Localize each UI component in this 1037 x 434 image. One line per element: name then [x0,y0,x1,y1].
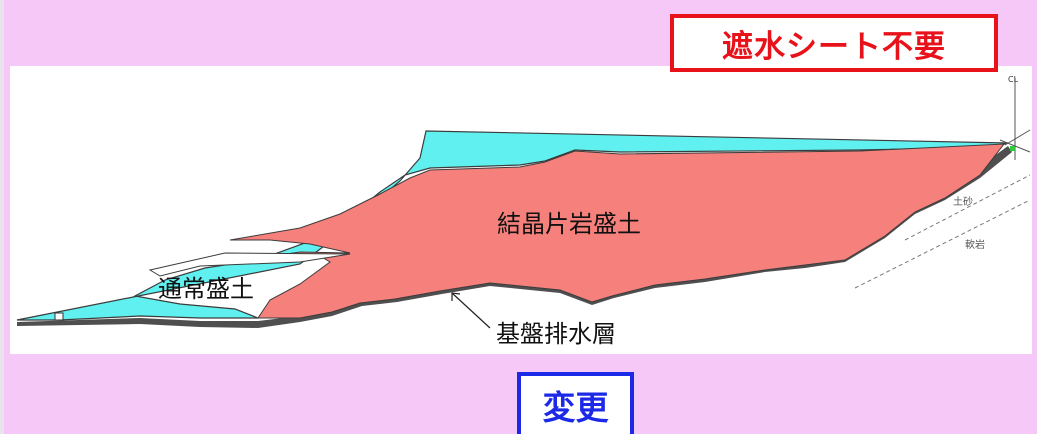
geology-boundary-lines [854,174,1031,289]
cl-label: CL [1008,75,1019,84]
crystalline-schist-fill-shape [229,143,1006,319]
crystalline-fill-label: 結晶片岩盛土 [497,210,641,238]
drainage-layer-label: 基盤排水層 [496,320,616,348]
change-badge: 変更 [517,372,634,434]
normal-fill-label: 通常盛土 [158,275,254,303]
rock-label: 軟岩 [965,238,985,251]
normal-fill-shape [16,130,1009,321]
centerline-point [1010,146,1015,151]
toe-marker [54,312,64,321]
drainage-pointer-arrow [451,292,491,329]
soil-label: 土砂 [953,195,973,208]
no-impermeable-sheet-badge: 遮水シート不要 [670,14,998,72]
fill-boundary-wedge [148,252,351,277]
